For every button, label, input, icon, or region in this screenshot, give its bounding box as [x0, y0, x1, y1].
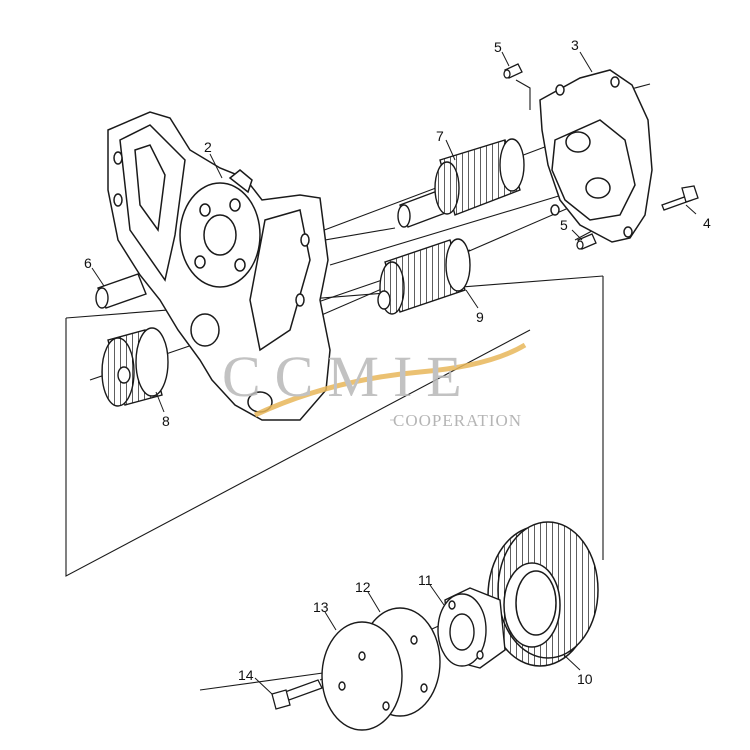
gear-hub: [437, 587, 506, 669]
cover-bolt: [661, 185, 699, 211]
drive-gear: [397, 138, 525, 228]
watermark-sub: COOPERATION: [393, 411, 522, 430]
callout-3: 3: [571, 37, 579, 53]
callout-6: 6: [84, 255, 92, 271]
callout-7: 7: [436, 128, 444, 144]
dowel-pin-upper: [503, 63, 523, 79]
ring-gear-large: [487, 521, 599, 667]
retaining-plate: [321, 621, 403, 731]
pump-housing: [107, 111, 331, 421]
callout-13: 13: [313, 599, 329, 615]
callout-5b: 5: [560, 217, 568, 233]
callout-12: 12: [355, 579, 371, 595]
callout-8: 8: [162, 413, 170, 429]
watermark-swoosh: [253, 342, 527, 418]
leader-lines: [91, 51, 697, 695]
callout-2: 2: [204, 139, 212, 155]
hex-bolt: [271, 679, 323, 710]
bushing: [95, 273, 147, 309]
callout-11: 11: [418, 572, 433, 588]
callout-4: 4: [703, 215, 711, 231]
callout-9: 9: [476, 309, 484, 325]
idler-gear-small: [101, 327, 169, 407]
dowel-pin-lower: [576, 233, 597, 250]
watermark: CCMIE COOPERATION: [222, 342, 527, 430]
callouts: 2 3 4 5 5 6 7 8 9 10 11 12 13 14: [84, 37, 711, 687]
pump-cover: [539, 69, 653, 243]
callout-10: 10: [577, 671, 593, 687]
callout-14: 14: [238, 667, 254, 683]
callout-5a: 5: [494, 39, 502, 55]
driven-gear: [377, 238, 471, 315]
watermark-main: CCMIE: [222, 344, 476, 409]
